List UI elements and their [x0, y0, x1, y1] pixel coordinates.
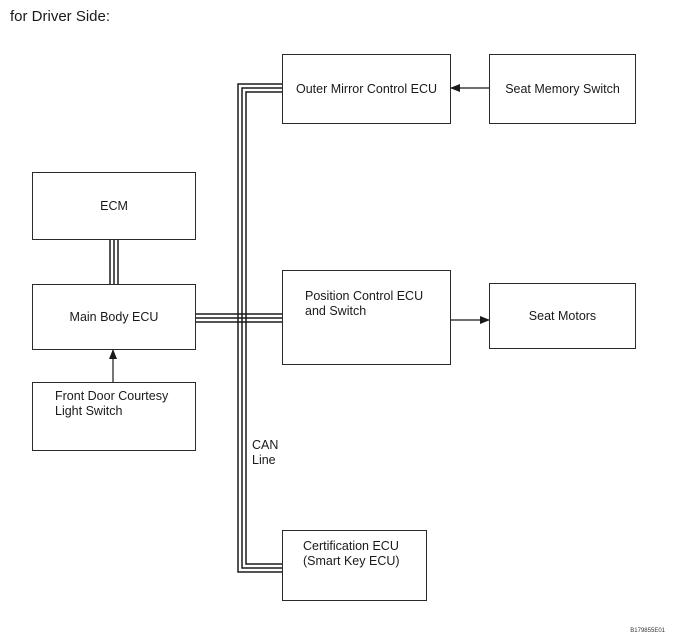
main-body-ecu-label: Main Body ECU	[69, 309, 159, 324]
seat-memory-switch-label: Seat Memory Switch	[505, 81, 620, 96]
outer-mirror-control-ecu-label: Outer Mirror Control ECU	[296, 81, 437, 96]
position-control-ecu-box: Position Control ECU and Switch	[282, 270, 451, 365]
seat-motors-label: Seat Motors	[528, 308, 597, 323]
seat-motors-box: Seat Motors	[489, 283, 636, 349]
front-door-courtesy-light-switch-box: Front Door Courtesy Light Switch	[32, 382, 196, 451]
outer-mirror-control-ecu-box: Outer Mirror Control ECU	[282, 54, 451, 124]
main-body-ecu-box: Main Body ECU	[32, 284, 196, 350]
can-bus-vertical	[237, 83, 283, 573]
certification-ecu-box: Certification ECU (Smart Key ECU)	[282, 530, 427, 601]
position-control-ecu-label: Position Control ECU and Switch	[305, 289, 424, 318]
can-bus-horizontal	[196, 313, 283, 323]
ecm-label: ECM	[100, 198, 128, 213]
can-line-label: CAN Line	[252, 438, 279, 467]
figure-code: B179855E01	[630, 628, 665, 634]
front-door-courtesy-light-switch-label: Front Door Courtesy Light Switch	[55, 389, 169, 418]
page-heading: for Driver Side:	[10, 8, 111, 25]
ecm-to-main-body-wire	[109, 240, 119, 284]
ecm-box: ECM	[32, 172, 196, 240]
certification-ecu-label: Certification ECU (Smart Key ECU)	[303, 539, 400, 568]
seat-memory-switch-box: Seat Memory Switch	[489, 54, 636, 124]
